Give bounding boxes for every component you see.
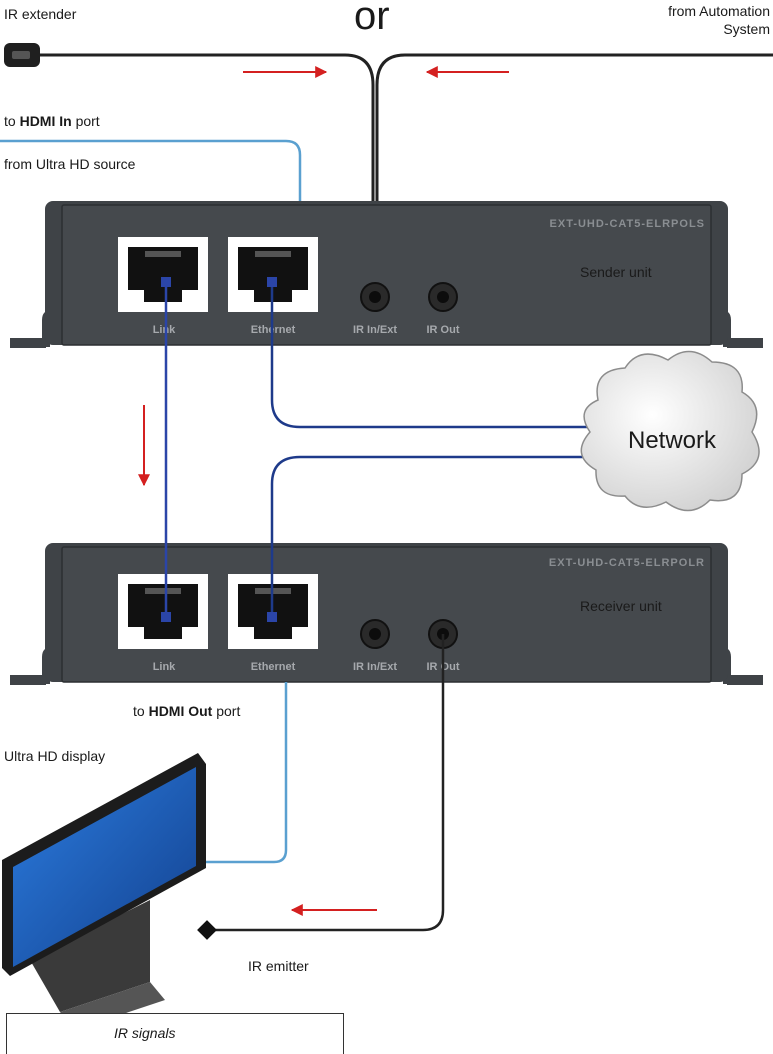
ir-emitter-label: IR emitter xyxy=(248,958,309,974)
legend-ir-signals-label: IR signals xyxy=(114,1025,176,1041)
ir-input-cables xyxy=(38,53,773,290)
sender-unit-label: Sender unit xyxy=(580,264,652,280)
receiver-ir-in-jack xyxy=(360,619,390,649)
receiver-unit: EXT-UHD-CAT5-ELRPOLR Link Ethernet IR In… xyxy=(10,543,763,685)
legend-box xyxy=(6,1013,344,1054)
sender-link-port xyxy=(118,237,208,312)
hdmi-in-cable xyxy=(0,139,302,210)
source-label: from Ultra HD source xyxy=(4,156,136,172)
receiver-link-port xyxy=(118,574,208,649)
ir-emitter xyxy=(197,920,217,940)
sender-ir-in-jack xyxy=(360,282,390,312)
receiver-port-link-label: Link xyxy=(153,661,176,673)
network-cloud xyxy=(580,350,760,512)
sender-port-link-label: Link xyxy=(153,324,176,336)
receiver-port-ir-in-label: IR In/Ext xyxy=(353,661,397,673)
display-monitor xyxy=(2,753,206,1030)
sender-port-ir-out-label: IR Out xyxy=(427,324,460,336)
hdmi-out-cable xyxy=(205,682,288,864)
ethernet-cable-sender xyxy=(267,277,600,429)
sender-port-ir-in-label: IR In/Ext xyxy=(353,324,397,336)
ir-emitter-cable xyxy=(215,634,445,932)
link-cable xyxy=(161,277,171,622)
network-label: Network xyxy=(628,427,717,454)
automation-label-line2: System xyxy=(723,21,770,37)
hdmi-in-label: to HDMI In port xyxy=(4,113,100,129)
display-label: Ultra HD display xyxy=(4,748,106,764)
automation-label-line1: from Automation xyxy=(668,3,770,19)
sender-model-label: EXT-UHD-CAT5-ELRPOLS xyxy=(550,218,705,230)
receiver-port-ethernet-label: Ethernet xyxy=(251,661,296,673)
hdmi-out-label: to HDMI Out port xyxy=(133,703,241,719)
ethernet-cable-receiver xyxy=(267,455,590,622)
or-label: or xyxy=(354,0,390,38)
sender-unit: EXT-UHD-CAT5-ELRPOLS Link Ethernet IR In… xyxy=(10,201,763,348)
ir-extender-label: IR extender xyxy=(4,6,77,22)
receiver-model-label: EXT-UHD-CAT5-ELRPOLR xyxy=(549,557,705,569)
sender-ethernet-port xyxy=(228,237,318,312)
sender-ir-out-jack xyxy=(428,282,458,312)
receiver-unit-label: Receiver unit xyxy=(580,598,662,614)
